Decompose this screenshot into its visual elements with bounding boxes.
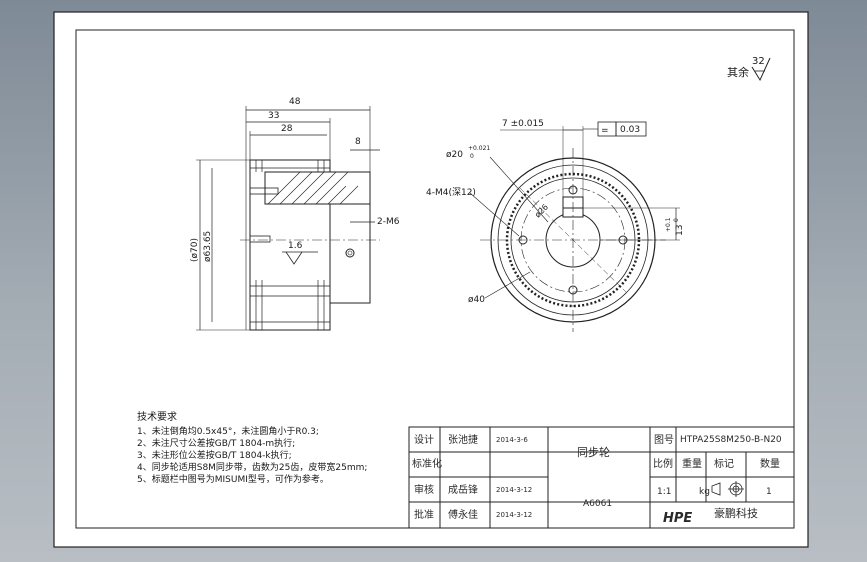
roughness-symbol: 32 其余 — [727, 56, 771, 82]
note-line: 2、未注尺寸公差按GB/T 1804-m执行; — [137, 437, 295, 449]
dim-d70: (ø70) — [190, 238, 200, 262]
scale-value: 1:1 — [657, 487, 671, 497]
dim-2-m6: 2-M6 — [377, 217, 400, 227]
note-line: 3、未注形位公差按GB/T 1804-k执行; — [137, 449, 292, 461]
technical-notes: 技术要求 1、未注倒角均0.5x45°，未注圆角小于R0.3; 2、未注尺寸公差… — [137, 410, 367, 485]
flatness-value: 0.03 — [620, 125, 640, 135]
weight-label: 重量 — [682, 457, 702, 470]
note-line: 1、未注倒角均0.5x45°，未注圆角小于R0.3; — [137, 425, 319, 437]
dim-d63-65: ø63.65 — [203, 231, 213, 262]
design-label: 设计 — [414, 433, 434, 446]
mark-label: 标记 — [714, 458, 734, 470]
roughness-value: 32 — [752, 56, 765, 67]
front-view — [469, 121, 680, 332]
std-label: 标准化 — [412, 457, 442, 470]
paper — [53, 11, 809, 548]
dim-28: 28 — [281, 124, 293, 134]
review-label: 审核 — [414, 483, 434, 496]
notes-title: 技术要求 — [137, 410, 177, 423]
company-name: 豪鹏科技 — [714, 506, 758, 520]
dim-13-tol-lower: 0 — [673, 218, 680, 222]
section-view — [196, 106, 380, 331]
roughness-label: 其余 — [727, 65, 749, 79]
weight-unit: kg — [699, 487, 710, 497]
company-logo: HPE — [663, 511, 692, 526]
dim-bore-tol-upper: +0.021 — [468, 145, 490, 152]
dim-48: 48 — [289, 97, 301, 107]
approver: 傅永佳 — [448, 508, 478, 521]
approve-label: 批准 — [414, 508, 434, 521]
drawing-no-label: 图号 — [654, 434, 674, 446]
dim-13: 13 — [675, 225, 685, 236]
projection-icon — [711, 481, 744, 497]
part-name: 同步轮 — [577, 445, 610, 459]
dim-bore-tol-lower: 0 — [470, 153, 474, 160]
flatness-symbol: = — [601, 126, 609, 136]
qty-label: 数量 — [760, 457, 780, 470]
qty-value: 1 — [766, 487, 772, 497]
note-line: 5、标题栏中图号为MISUMI型号，可作为参考。 — [137, 473, 329, 485]
dim-4-m4: 4-M4(深12) — [426, 187, 476, 198]
title-block — [408, 426, 795, 529]
dim-13-tol-upper: +0.1 — [665, 217, 672, 232]
material: A6061 — [583, 499, 612, 509]
design-date: 2014-3-6 — [496, 436, 528, 444]
dim-8: 8 — [355, 137, 361, 147]
review-date: 2014-3-12 — [496, 486, 532, 494]
reviewer: 成岳锋 — [448, 483, 478, 496]
note-line: 4、同步轮适用S8M同步带，齿数为25齿，皮带宽25mm; — [137, 461, 367, 473]
drawing-no: HTPA25S8M250-B-N20 — [680, 435, 782, 445]
dim-key-7: 7 ±0.015 — [502, 119, 544, 129]
dim-33: 33 — [268, 111, 279, 121]
approve-date: 2014-3-12 — [496, 511, 532, 519]
ra-1-6: 1.6 — [288, 241, 303, 251]
scale-label: 比例 — [653, 457, 673, 470]
designer: 张池捷 — [448, 433, 478, 446]
dim-d40: ø40 — [468, 295, 485, 305]
dim-bore: ø20 — [446, 150, 463, 160]
